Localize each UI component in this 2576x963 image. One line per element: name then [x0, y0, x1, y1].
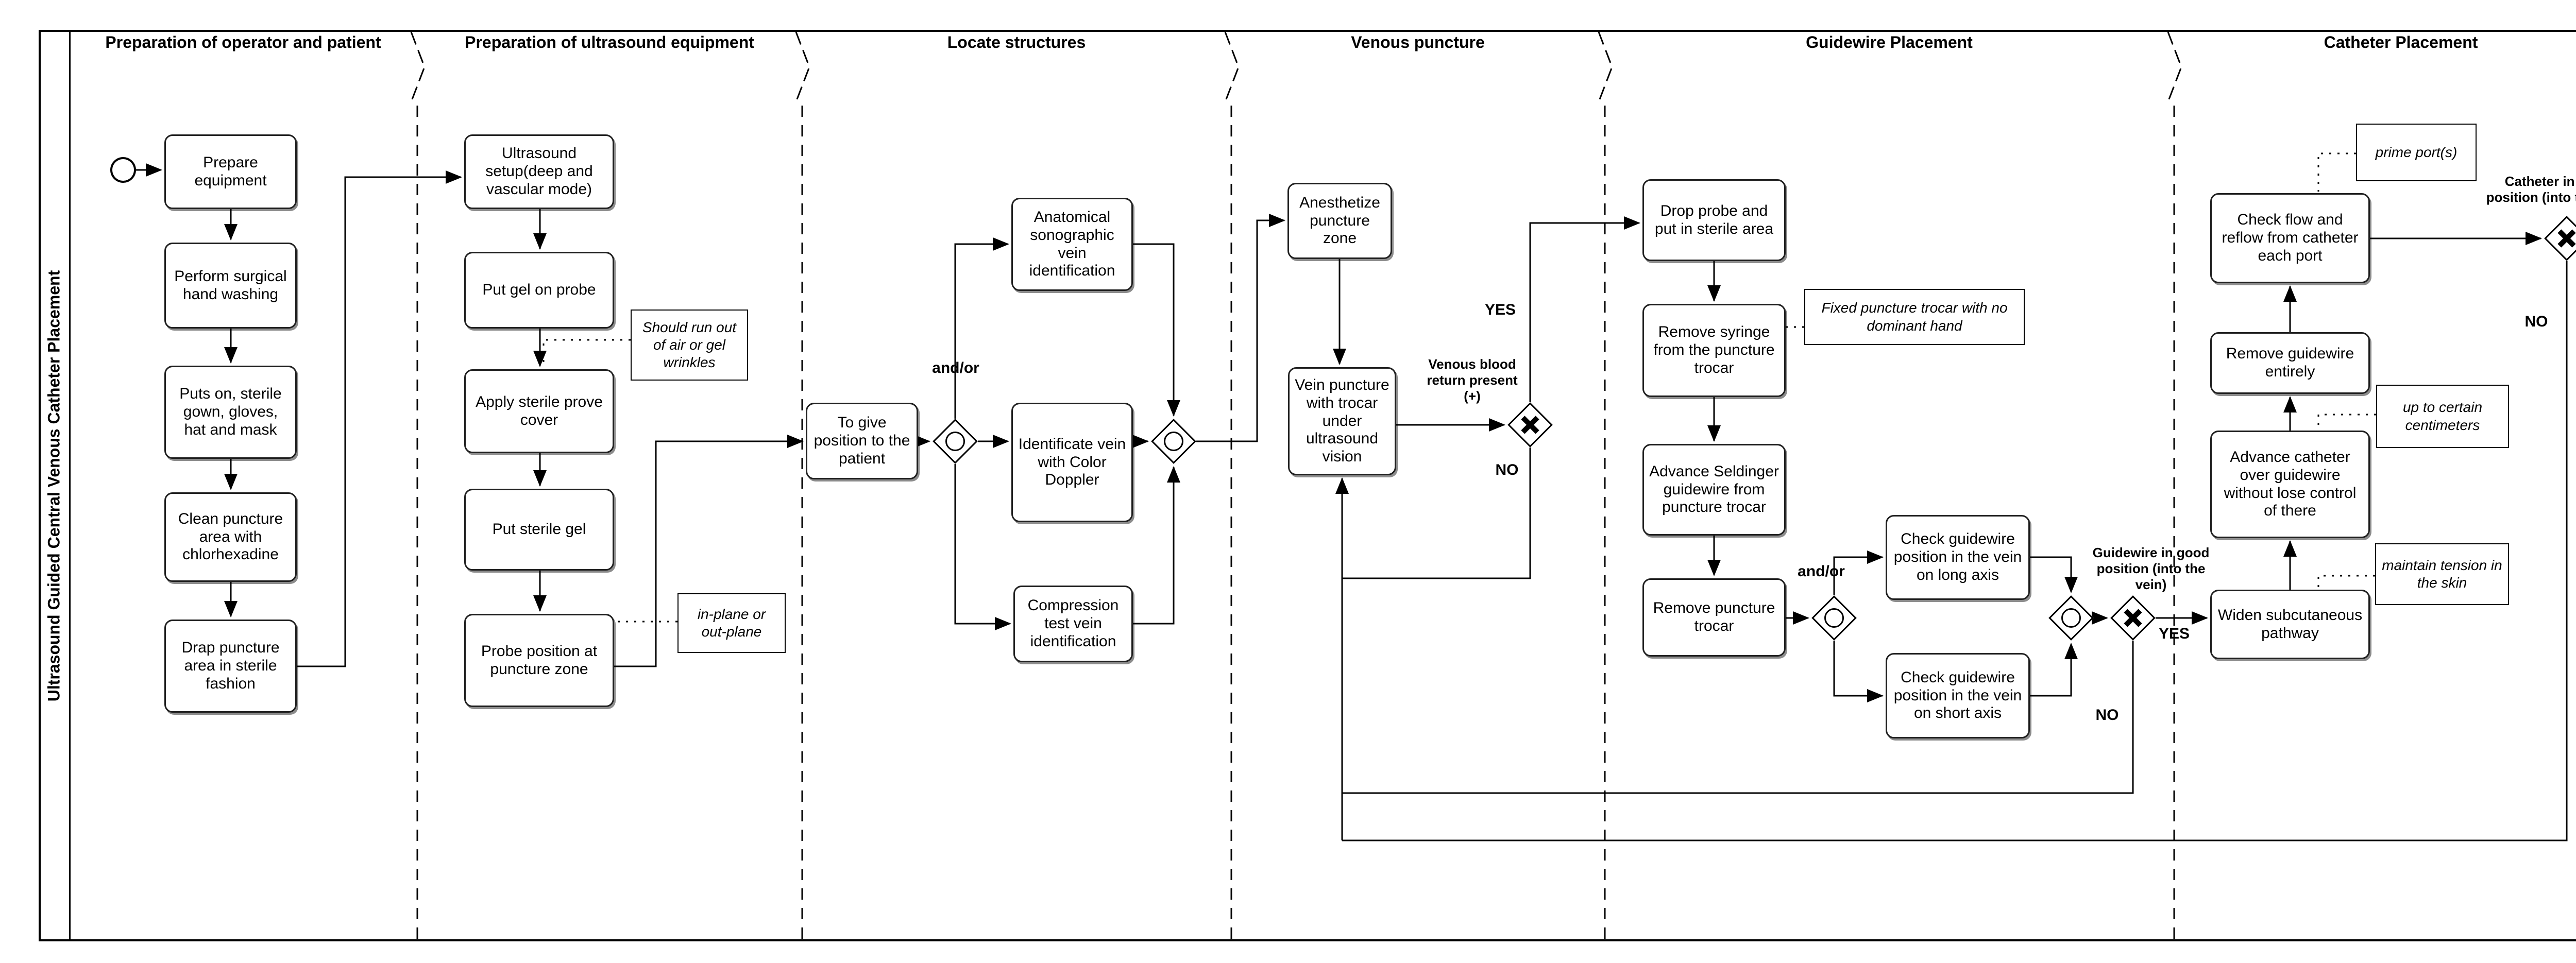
task-remove-guidewire: Remove guidewire entirely [2210, 332, 2370, 394]
lane-header-preparation-operator: Preparation of operator and patient [105, 33, 381, 51]
label-no-guidewire: NO [2095, 707, 2119, 724]
task-hand-washing: Perform surgical hand washing [164, 243, 297, 329]
label-yes-guidewire: YES [2158, 625, 2190, 642]
task-vein-puncture: Vein puncture with trocar under ultrasou… [1288, 367, 1396, 475]
task-prepare-equipment: Prepare equipment [164, 134, 297, 209]
task-sterile-cover: Apply sterile prove cover [464, 369, 614, 453]
task-ultrasound-setup: Ultrasound setup(deep and vascular mode) [464, 134, 614, 209]
lane-header-catheter-placement: Catheter Placement [2324, 33, 2478, 51]
task-remove-syringe: Remove syringe from the puncture trocar [1642, 304, 1786, 397]
label-venous-blood: Venous blood return present (+) [1427, 356, 1518, 404]
annotation-maintain-tension: maintain tension in the skin [2375, 543, 2509, 605]
label-catheter-position: Catheter in good position (into the vein… [2486, 174, 2576, 205]
task-widen-pathway: Widen subcutaneous pathway [2210, 590, 2370, 659]
start-event [110, 157, 136, 183]
pool-label-band: Ultrasound Guided Central Venous Cathete… [39, 30, 71, 941]
lane-header-venous-puncture: Venous puncture [1351, 33, 1485, 51]
task-anesthetize: Anesthetize puncture zone [1287, 183, 1392, 259]
task-probe-position: Probe position at puncture zone [464, 614, 614, 707]
task-advance-catheter: Advance catheter over guidewire without … [2210, 431, 2370, 538]
label-guidewire-position: Guidewire in good position (into the vei… [2092, 545, 2210, 593]
task-compression-id: Compression test vein identification [1013, 586, 1133, 662]
label-and-or-guidewire: and/or [1798, 563, 1845, 580]
task-clean-puncture: Clean puncture area with chlorhexadine [164, 492, 297, 582]
inclusive-gateway-icon [1160, 427, 1188, 455]
annotation-in-out-plane: in-plane or out-plane [677, 593, 786, 653]
task-advance-seldinger: Advance Seldinger guidewire from punctur… [1642, 444, 1786, 536]
inclusive-gateway-icon [1820, 604, 1848, 632]
annotation-air-wrinkles: Should run out of air or gel wrinkles [631, 309, 748, 381]
task-check-flow: Check flow and reflow from catheter each… [2210, 193, 2370, 283]
task-check-short-axis: Check guidewire position in the vein on … [1886, 653, 2030, 738]
label-no-catheter: NO [2524, 313, 2548, 330]
label-and-or-locate: and/or [932, 359, 979, 376]
lane-header-preparation-ultrasound: Preparation of ultrasound equipment [465, 33, 754, 51]
pool-border [39, 30, 2576, 941]
task-give-position: To give position to the patient [806, 403, 918, 479]
pool-title: Ultrasound Guided Central Venous Cathete… [44, 270, 63, 701]
task-drap-puncture: Drap puncture area in sterile fashion [164, 620, 297, 713]
task-anatomical-id: Anatomical sonographic vein identificati… [1011, 198, 1133, 291]
annotation-certain-cm: up to certain centimeters [2376, 385, 2509, 448]
label-yes-venous: YES [1484, 301, 1516, 318]
task-check-long-axis: Check guidewire position in the vein on … [1886, 515, 2030, 600]
task-doppler-id: Identificate vein with Color Doppler [1011, 403, 1133, 522]
task-puts-on-sterile: Puts on, sterile gown, gloves, hat and m… [164, 366, 297, 459]
task-put-sterile-gel: Put sterile gel [464, 489, 614, 571]
annotation-fixed-trocar: Fixed puncture trocar with no dominant h… [1804, 289, 2025, 345]
task-drop-probe: Drop probe and put in sterile area [1642, 179, 1786, 261]
lane-header-locate-structures: Locate structures [947, 33, 1086, 51]
task-remove-trocar: Remove puncture trocar [1642, 578, 1786, 657]
inclusive-gateway-icon [941, 427, 969, 455]
lane-header-guidewire-placement: Guidewire Placement [1806, 33, 1973, 51]
annotation-prime-ports: prime port(s) [2356, 124, 2477, 181]
task-put-gel: Put gel on probe [464, 252, 614, 329]
inclusive-gateway-icon [2057, 604, 2085, 632]
label-no-venous: NO [1495, 461, 1519, 478]
